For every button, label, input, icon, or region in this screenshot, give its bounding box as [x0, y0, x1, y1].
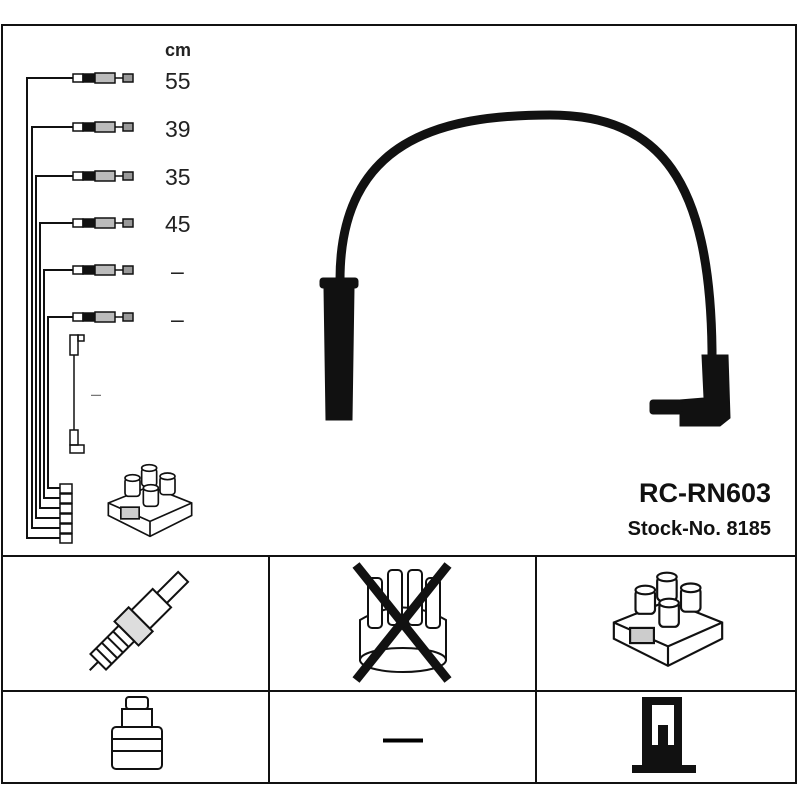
- divider: [3, 555, 795, 557]
- extra-cable: [69, 334, 85, 454]
- cable-length: 55: [165, 68, 191, 94]
- divider: [535, 555, 537, 782]
- spark-plug-icon: [89, 570, 190, 671]
- coil-terminals: [59, 483, 73, 544]
- cable-leads: [26, 77, 73, 539]
- cable-set-schematic: [26, 72, 134, 544]
- extra-cable-length: –: [91, 384, 102, 404]
- part-number: RC-RN603: [638, 478, 771, 508]
- spark-plug-boot: [319, 277, 359, 421]
- plug-terminal-icon: [111, 696, 163, 770]
- stock-number: Stock-No. 8185: [627, 518, 771, 540]
- ignition-cable-illustration: [319, 110, 731, 427]
- cable-length: –: [171, 306, 184, 332]
- cable-length: 39: [165, 116, 191, 142]
- ignition-coil-icon: [107, 463, 193, 538]
- cable-length: 45: [165, 211, 191, 237]
- length-unit: cm: [165, 40, 192, 60]
- divider: [268, 555, 270, 782]
- diagram-frame: cm 55 39 35 45 – – – RC-RN603 Stock-No. …: [1, 24, 797, 784]
- connectors: [72, 72, 134, 323]
- angled-boot: [649, 354, 731, 427]
- coil-connector-icon: [632, 697, 696, 773]
- cross-icon: [352, 562, 452, 683]
- spark-plug-connector-none: —: [383, 716, 423, 760]
- distributor-cap-not-applicable-icon: [352, 562, 452, 683]
- divider: [3, 690, 795, 692]
- ignition-coil-large-icon: [612, 571, 724, 668]
- cable-length: –: [171, 258, 184, 284]
- cable-length: 35: [165, 164, 191, 190]
